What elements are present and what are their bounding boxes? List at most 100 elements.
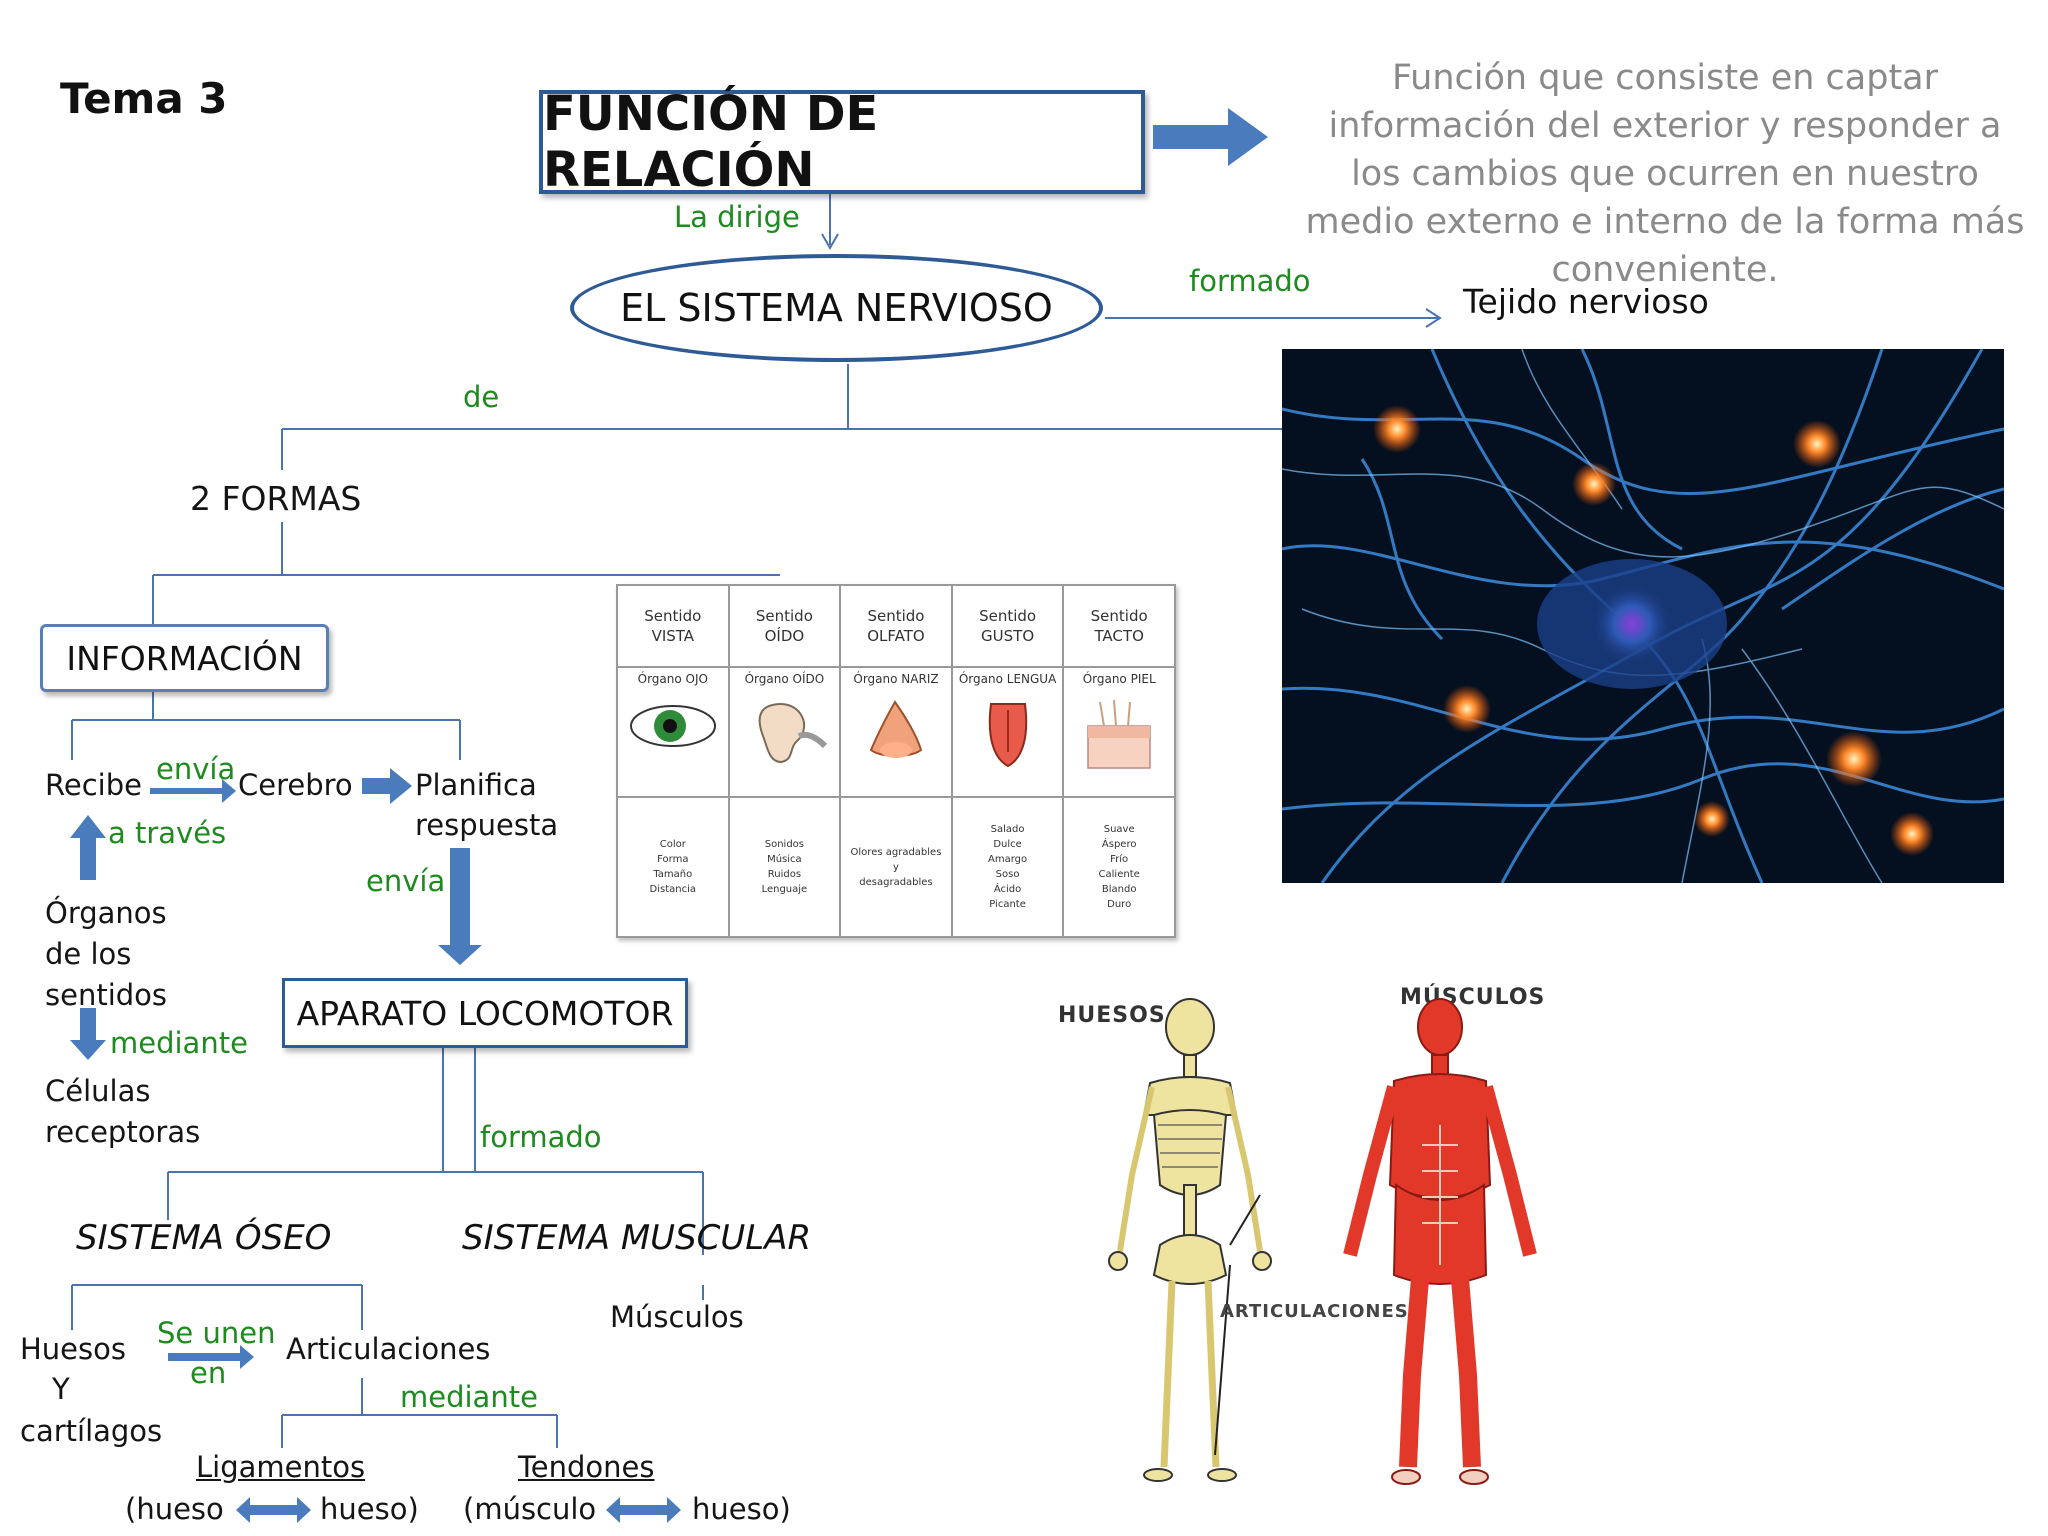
muscles-label: Músculos	[610, 1300, 744, 1334]
link-sends-1: envía	[156, 752, 236, 786]
stimulus-item: Dulce	[993, 839, 1022, 850]
stimuli-cell: Olores agradables y desagradables	[841, 798, 951, 936]
muscle-system-label: SISTEMA MUSCULAR	[462, 1218, 812, 1258]
ligaments-label: Ligamentos	[196, 1450, 366, 1484]
organ-label: Órgano OJO	[637, 672, 708, 686]
link-by-means-1: mediante	[110, 1026, 248, 1060]
stimulus-item: Soso	[995, 869, 1020, 880]
stimulus-item: y	[893, 861, 899, 873]
main-title-box: FUNCIÓN DE RELACIÓN	[539, 86, 1145, 198]
organ-cell: Órgano NARIZ	[841, 668, 951, 798]
link-joined-1: Se unen	[157, 1316, 276, 1350]
link-through: a través	[108, 816, 227, 850]
information-box: INFORMACIÓN	[40, 624, 329, 692]
two-forms-label: 2 FORMAS	[190, 479, 362, 518]
link-of: de	[463, 380, 500, 414]
muscles-figure-label: MÚSCULOS	[1400, 985, 1546, 1010]
definition-text: Función que consiste en captar informaci…	[1305, 58, 2025, 290]
stimulus-item: Blando	[1101, 884, 1137, 895]
bone-system-label: SISTEMA ÓSEO	[76, 1218, 332, 1258]
link-by-means-2: mediante	[400, 1380, 538, 1414]
plans-label-2: respuesta	[415, 808, 559, 842]
sense-organ-icon	[739, 696, 829, 770]
link-formed-1: formado	[1189, 264, 1311, 298]
stimulus-item: Áspero	[1101, 839, 1137, 850]
stimulus-item: Música	[767, 854, 802, 865]
tendons-desc-left: (músculo	[463, 1492, 597, 1526]
nervous-tissue-label: Tejido nervioso	[1463, 282, 1709, 321]
sense-organ-icon	[628, 696, 718, 760]
stimulus-item: Distancia	[649, 884, 697, 895]
topic-label: Tema 3	[60, 74, 228, 123]
tendons-desc-right: hueso)	[692, 1492, 791, 1526]
stimulus-item: Suave	[1103, 824, 1135, 835]
organ-label: Órgano OÍDO	[744, 672, 825, 686]
cells-label-1: Células	[45, 1074, 151, 1108]
sense-organ-icon	[1074, 696, 1164, 776]
stimulus-item: Ruidos	[767, 869, 802, 880]
stimulus-item: Duro	[1107, 899, 1132, 910]
organs-label-2: de los	[45, 937, 132, 971]
body-figure: HUESOS MÚSCULOS	[1050, 975, 1570, 1495]
bones-label-2: Y	[52, 1372, 70, 1406]
tendons-label: Tendones	[518, 1450, 655, 1484]
organ-label: Órgano PIEL	[1082, 672, 1156, 686]
sense-name-line1: Sentido	[644, 607, 702, 625]
bones-label-3: cartílagos	[20, 1414, 163, 1448]
information-label: INFORMACIÓN	[66, 638, 303, 678]
stimulus-item: Olores agradables	[850, 846, 942, 858]
sense-name-line1: Sentido	[979, 607, 1037, 625]
sense-name-line2: OLFATO	[867, 627, 925, 645]
sense-name-line2: TACTO	[1094, 627, 1144, 645]
ligaments-desc-left: (hueso	[125, 1492, 224, 1526]
main-title: FUNCIÓN DE RELACIÓN	[543, 86, 879, 198]
locomotor-label: APARATO LOCOMOTOR	[296, 993, 674, 1033]
neuron-image	[1282, 349, 2004, 883]
brain-label: Cerebro	[238, 768, 353, 802]
ligaments-desc-right: hueso)	[320, 1492, 419, 1526]
joints-label: Articulaciones	[286, 1332, 491, 1366]
sense-name-line1: Sentido	[755, 607, 813, 625]
sense-organ-icon	[851, 696, 941, 770]
organ-label: Órgano LENGUA	[958, 672, 1057, 686]
stimulus-item: Picante	[989, 899, 1026, 910]
skeleton-and-muscle-illustration	[1108, 998, 1537, 1485]
organ-cell: Órgano PIEL	[1064, 668, 1174, 798]
link-directs: La dirige	[674, 200, 800, 234]
joints-figure-label: ARTICULACIONES	[1220, 1301, 1409, 1322]
cells-label-2: receptoras	[45, 1115, 201, 1149]
link-formed-2: formado	[480, 1120, 602, 1154]
receives-label: Recibe	[45, 768, 142, 802]
stimulus-item: Frío	[1110, 854, 1129, 865]
organs-label-3: sentidos	[45, 978, 168, 1012]
sense-organ-icon	[963, 696, 1053, 776]
organ-cell: Órgano OJO	[618, 668, 728, 798]
stimulus-item: desagradables	[859, 876, 933, 888]
nervous-system-label: EL SISTEMA NERVIOSO	[620, 286, 1053, 330]
sense-name-line1: Sentido	[1090, 607, 1148, 625]
stimulus-item: Ácido	[993, 884, 1022, 895]
organ-cell: Órgano OÍDO	[729, 668, 840, 798]
stimulus-item: Tamaño	[653, 869, 693, 880]
organ-cell: Órgano LENGUA	[952, 668, 1063, 798]
organ-label: Órgano NARIZ	[853, 672, 939, 686]
bones-label-1: Huesos	[20, 1332, 126, 1366]
neuron-network-illustration	[1282, 349, 2004, 883]
locomotor-box: APARATO LOCOMOTOR	[282, 978, 688, 1048]
stimulus-item: Forma	[657, 854, 689, 865]
stimulus-item: Caliente	[1098, 869, 1140, 880]
bones-figure-label: HUESOS	[1058, 1003, 1166, 1028]
